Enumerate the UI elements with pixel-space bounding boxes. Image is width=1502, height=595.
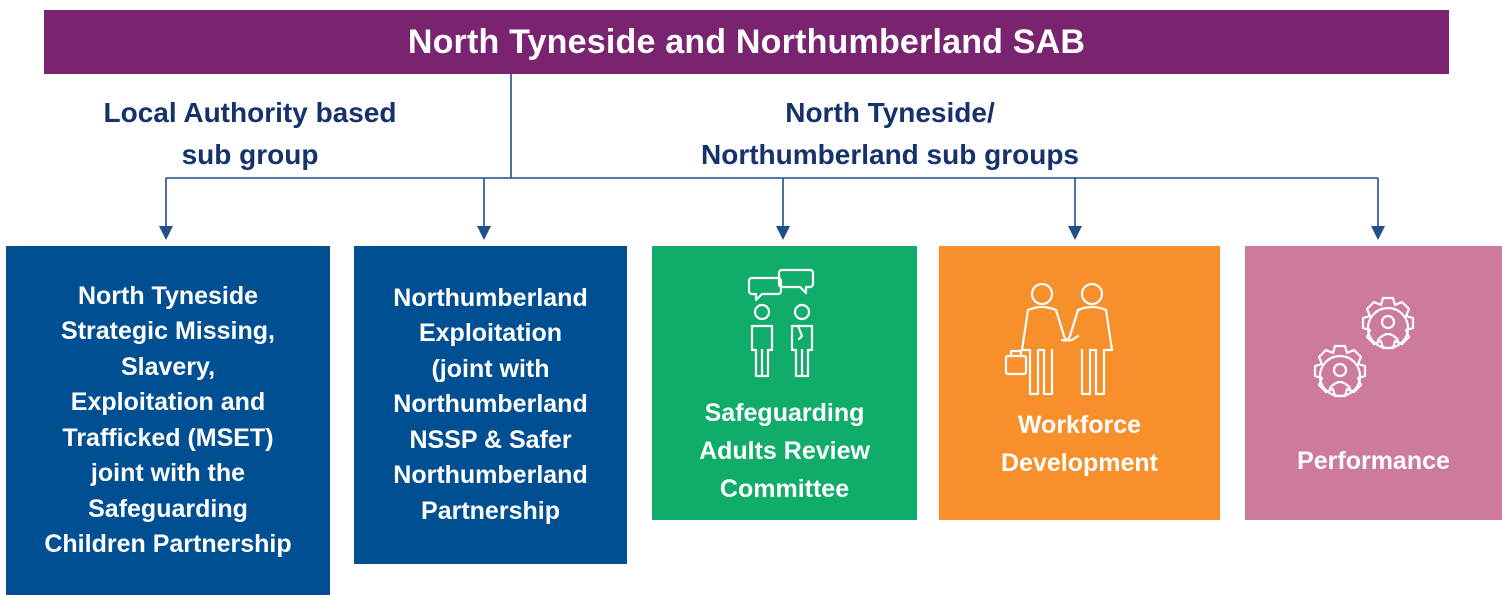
box2-line-1: Northumberland: [393, 283, 588, 312]
box1-line-3: Slavery,: [120, 352, 216, 381]
box-performance: Performance: [1245, 246, 1502, 520]
label-left-line-1: Local Authority based: [103, 97, 397, 128]
arrow-head-4: [1068, 226, 1082, 240]
box1-line-1: North Tyneside: [77, 281, 259, 310]
people-conversation-icon: [738, 264, 828, 384]
arrow-head-5: [1371, 226, 1385, 240]
box-mset-subgroup: North Tyneside Strategic Missing, Slaver…: [6, 246, 330, 595]
box3-line-2: Adults Review: [699, 437, 870, 465]
box1-line-6: joint with the: [90, 459, 246, 487]
label-left-line-2: sub group: [181, 139, 319, 170]
label-local-authority: Local Authority based sub group: [70, 92, 430, 176]
box2-line-2: Exploitation: [418, 319, 563, 348]
box2-line-7: Partnership: [421, 496, 560, 525]
box2-line-4: Northumberland: [393, 390, 588, 419]
box3-line-3: Committee: [719, 475, 850, 503]
box5-line-1: Performance: [1297, 447, 1450, 475]
handshake-icon: [1000, 280, 1130, 400]
label-joint-subgroups: North Tyneside/ Northumberland sub group…: [640, 92, 1140, 176]
box1-line-8: Children Partnership: [44, 530, 292, 558]
box2-line-3: (joint with: [431, 354, 550, 383]
box4-line-2: Development: [1001, 449, 1158, 477]
box2-line-6: Northumberland: [393, 461, 588, 490]
box1-line-2: Strategic Missing,: [61, 317, 275, 345]
box1-line-7: Safeguarding: [88, 494, 248, 523]
box-northumberland-exploitation: Northumberland Exploitation (joint with …: [354, 246, 627, 564]
sab-title: North Tyneside and Northumberland SAB: [407, 22, 1086, 61]
box1-line-5: Trafficked (MSET): [62, 423, 274, 452]
sab-header: North Tyneside and Northumberland SAB: [44, 10, 1449, 74]
box-safeguarding-adults-review: Safeguarding Adults Review Committee: [652, 246, 917, 520]
label-right-line-1: North Tyneside/: [785, 97, 995, 128]
box2-line-5: NSSP & Safer: [409, 425, 572, 454]
label-right-line-2: Northumberland sub groups: [701, 139, 1079, 170]
arrow-head-2: [477, 226, 491, 240]
box4-line-1: Workforce: [1017, 411, 1142, 439]
gear-people-icon: [1300, 284, 1430, 419]
box3-line-1: Safeguarding: [704, 399, 865, 427]
arrow-head-1: [159, 226, 173, 240]
box-workforce-development: Workforce Development: [939, 246, 1220, 520]
box1-line-4: Exploitation and: [70, 388, 266, 416]
arrow-head-3: [776, 226, 790, 240]
